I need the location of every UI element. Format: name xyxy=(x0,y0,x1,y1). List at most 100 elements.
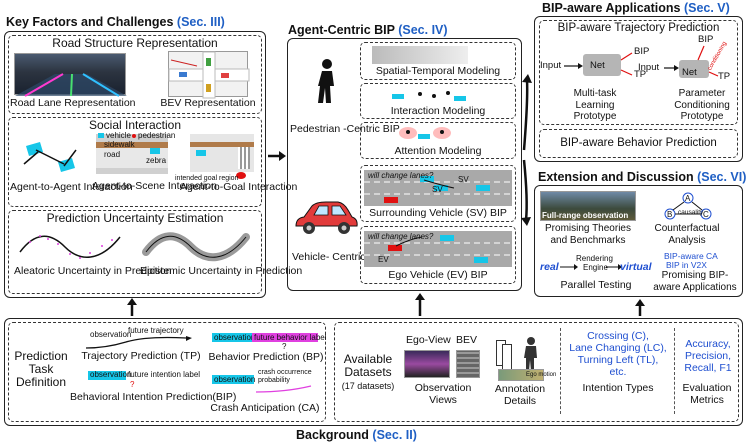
uncertainty-box xyxy=(8,210,262,294)
bp-obs-bar xyxy=(212,333,252,342)
behavior-label: BIP-aware Behavior Prediction xyxy=(560,137,717,149)
intentions-list: Crossing (C), Lane Changing (LC), Turnin… xyxy=(566,330,670,378)
metrics-divider xyxy=(674,328,676,414)
agent-bip-title: Agent-Centric BIP (Sec. IV) xyxy=(288,23,448,37)
multi-task-label: Multi-task Learning Prototype xyxy=(573,88,617,122)
ego-motion-label: Ego motion xyxy=(526,372,557,378)
agent-to-agent-graphic xyxy=(23,142,77,172)
pedestrian-icon xyxy=(318,59,334,103)
prototype-diagram xyxy=(564,45,719,78)
metric-accuracy: Accuracy, xyxy=(685,338,731,350)
net-label-1: Net xyxy=(590,60,605,71)
bp-future: future behavior label xyxy=(254,333,327,342)
bev-bg-image xyxy=(456,350,480,378)
traj-title: BIP-aware Trajectory Prediction xyxy=(557,22,720,34)
eval-label: Evaluation Metrics xyxy=(682,382,732,406)
interaction-label: Interaction Modeling xyxy=(390,105,486,117)
intention-tl: Turning Left (TL), xyxy=(577,354,659,366)
metrics-list: Accuracy, Precision, Recall, F1 xyxy=(678,338,738,374)
interaction-graphic xyxy=(392,91,466,101)
full-range-label: Full-range observation xyxy=(542,211,629,220)
bip-obs-bar xyxy=(88,371,126,380)
ca-label: Crash Anticipation (CA) xyxy=(210,402,320,414)
bev-label: BEV Representation xyxy=(160,97,256,109)
net-label-2: Net xyxy=(682,67,697,78)
sv-label: Surrounding Vehicle (SV) BIP xyxy=(369,207,507,219)
ev-question: will change lanes? xyxy=(368,232,434,241)
sidewalk-label: sidewalk xyxy=(104,140,135,149)
bp-obs: observation xyxy=(214,333,256,342)
input-label-2: Input xyxy=(638,62,660,73)
theories-label: Promising Theories and Benchmarks xyxy=(545,223,631,246)
key-factors-title: Key Factors and Challenges (Sec. III) xyxy=(6,15,225,29)
tp-label: Trajectory Prediction (TP) xyxy=(81,350,201,362)
tp-curve xyxy=(85,336,192,349)
ev-label: Ego Vehicle (EV) BIP xyxy=(388,269,488,281)
datasets-label: Available Datasets xyxy=(343,352,393,379)
agent-bip-panel xyxy=(287,38,522,291)
spatial-label: Spatial-Temporal Modeling xyxy=(375,65,501,77)
render-arrows xyxy=(560,264,622,270)
metric-precision: Precision, xyxy=(684,350,732,362)
veh-centric-label: Vehicle- Centric BIP xyxy=(292,251,386,263)
ptd-label: Prediction Task Definition xyxy=(14,349,68,389)
interaction-box xyxy=(360,83,516,119)
zebra-label: zebra xyxy=(146,156,167,165)
legend-pedestrian: pedestrian xyxy=(138,131,176,140)
bp-q: ? xyxy=(282,342,287,351)
a2s-label: Agent-to-Scene Interaction xyxy=(92,180,217,192)
causal-graph xyxy=(664,192,712,220)
goal-vehicle xyxy=(196,150,206,156)
virtual-label: virtual xyxy=(620,261,652,273)
bip-future: future intention label xyxy=(128,370,201,379)
real-label: real xyxy=(540,261,559,273)
ca-curve xyxy=(255,385,312,393)
background-title: Background (Sec. II) xyxy=(296,428,417,442)
extension-panel xyxy=(534,185,743,297)
ca-obs-bar xyxy=(212,375,254,384)
tp-obs: observation xyxy=(90,330,132,339)
param-cond-label: Parameter Conditioning Prototype xyxy=(674,88,730,122)
extension-title: Extension and Discussion (Sec. VI) xyxy=(538,170,747,184)
a2g-label: Agent-to-Goal Interaction xyxy=(180,181,298,193)
input-label-1: Input xyxy=(540,60,562,71)
causality-label: causality xyxy=(678,209,704,216)
spatial-box xyxy=(360,42,516,80)
task-def-box xyxy=(8,322,326,422)
tp-future: future trajectory xyxy=(128,326,184,335)
attention-graphic xyxy=(399,127,451,139)
behavior-box xyxy=(539,129,738,158)
bip-ca-label: BIP-aware CA xyxy=(664,251,718,261)
traj-box xyxy=(539,20,738,125)
tp-label-2: TP xyxy=(718,71,731,82)
ev-road xyxy=(364,231,512,267)
parallel-label: Parallel Testing xyxy=(560,279,632,291)
sv-road-graphic xyxy=(364,176,512,203)
applications-title: BIP-aware Applications (Sec. V) xyxy=(542,1,730,15)
bev-graphic xyxy=(168,51,250,99)
tp-label-1: TP xyxy=(634,69,647,80)
bip-q: ? xyxy=(130,380,135,389)
road-structure-title: Road Structure Representation xyxy=(52,36,218,50)
bip-label: Behavioral Intention Prediction(BIP) xyxy=(70,391,237,403)
ev-tag: EV xyxy=(378,255,389,264)
sv-tag-2: SV xyxy=(432,185,443,194)
sv-question: will change lanes? xyxy=(368,171,434,180)
scene-vehicle xyxy=(150,148,160,154)
legend-vehicle-swatch xyxy=(98,133,104,138)
aleatoric-label: Aleatoric Uncertainty in Prediction xyxy=(14,265,172,277)
sv-road xyxy=(364,170,512,206)
bp-label: Behavior Prediction (BP) xyxy=(208,351,324,363)
road-lane-image xyxy=(14,53,127,97)
intention-lc: Lane Changing (LC), xyxy=(569,342,667,354)
bp-future-bar xyxy=(252,333,318,342)
key-factors-panel xyxy=(4,31,266,298)
ca-prob: crash occurrence probability xyxy=(258,369,312,384)
counterfactual-label: Counterfactual Analysis xyxy=(654,223,720,246)
annotation-divider xyxy=(560,328,562,414)
road-lane-label: Road Lane Representation xyxy=(10,97,136,109)
car-icon xyxy=(295,201,358,234)
epistemic-curve xyxy=(142,232,250,262)
legend-ped-dot xyxy=(132,134,136,138)
